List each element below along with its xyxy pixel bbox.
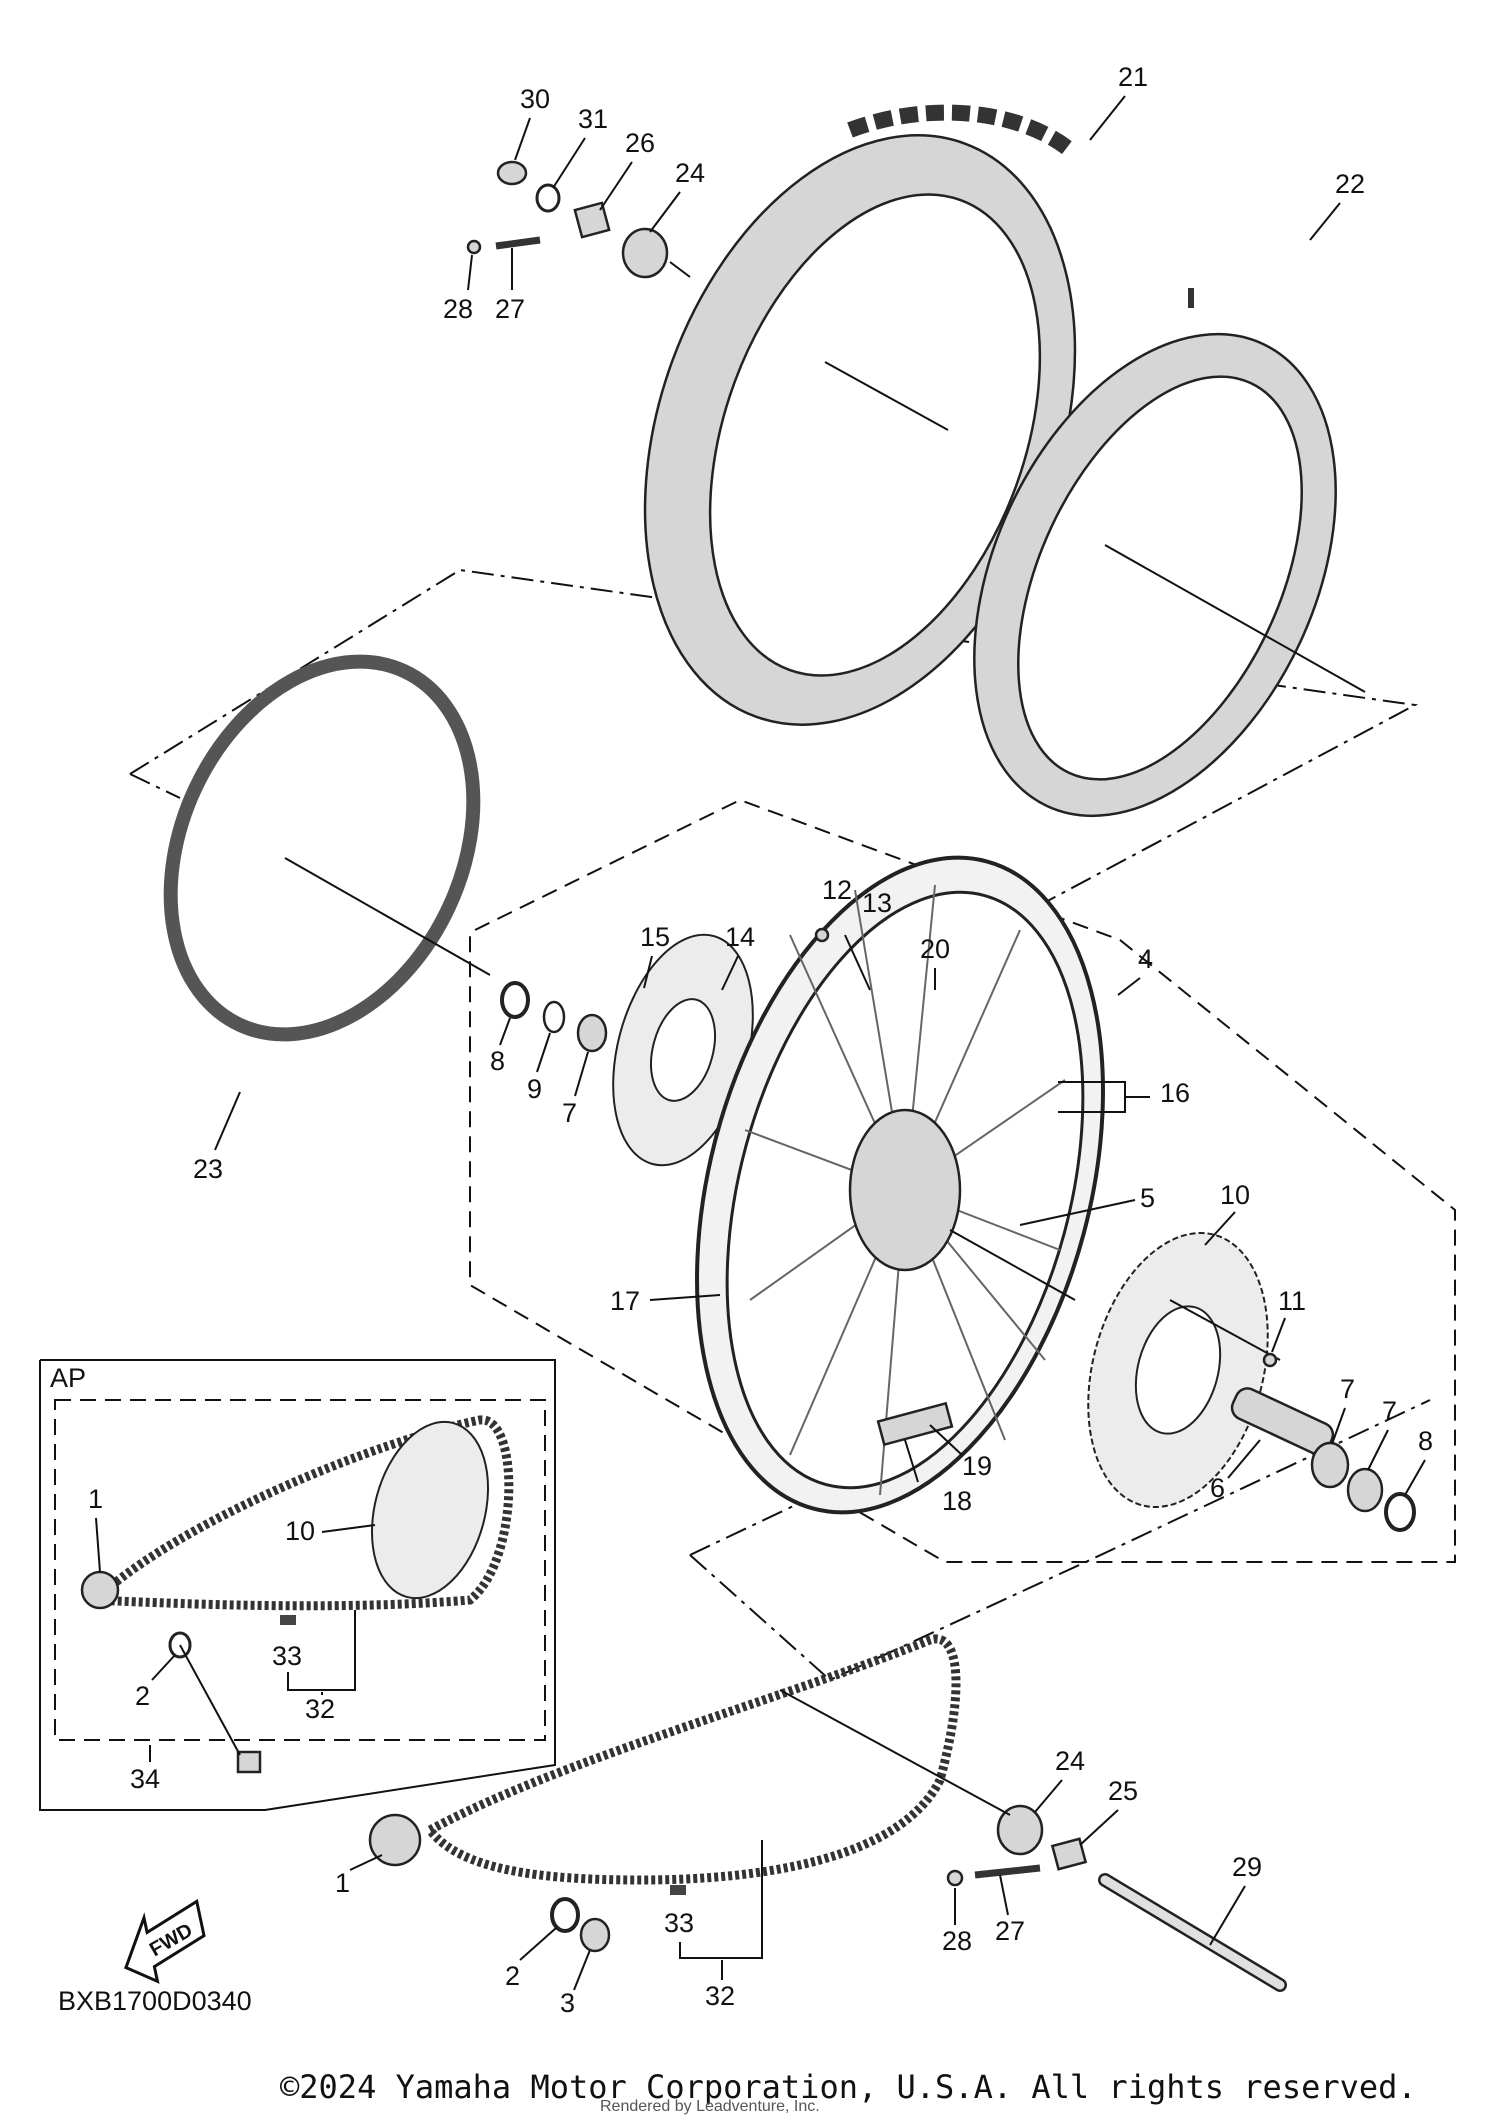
- callout-25: 25: [1108, 1776, 1138, 1806]
- bearing-7-right-b: [1346, 1467, 1384, 1513]
- callout-27-bottom: 27: [995, 1916, 1025, 1946]
- callout-1-inset: 1: [88, 1484, 103, 1514]
- rim-band-center-line: [284, 857, 491, 976]
- callout-18: 18: [942, 1486, 972, 1516]
- callout-5: 5: [1140, 1183, 1155, 1213]
- bolt-11: [1262, 1352, 1278, 1368]
- rendered-by-note: Rendered by Leadventure, Inc.: [600, 2098, 820, 2115]
- circlip-9: [542, 1000, 566, 1034]
- callouts: 30 31 26 24 28 27 21 22 23 12 13 15 14 2…: [50, 62, 1433, 2018]
- tire-center-line: [824, 361, 949, 431]
- callout-2-inset: 2: [135, 1681, 150, 1711]
- bolt-27-top: [495, 236, 541, 250]
- wheel-assembly-boundary: [469, 798, 1456, 1563]
- oil-seal-8-right: [1384, 1492, 1416, 1532]
- rear-tire: [643, 104, 1077, 726]
- inset-sprocket-10: [370, 1420, 490, 1600]
- callout-10: 10: [1220, 1180, 1250, 1210]
- callout-19: 19: [962, 1451, 992, 1481]
- callout-29: 29: [1232, 1852, 1262, 1882]
- callout-12: 12: [822, 875, 852, 905]
- nut-30: [496, 160, 528, 186]
- callout-3: 3: [560, 1988, 575, 2018]
- inset-ap-label: AP: [50, 1363, 86, 1393]
- callout-17: 17: [610, 1286, 640, 1316]
- left-bearings: [500, 981, 608, 1053]
- callout-21: 21: [1118, 62, 1148, 92]
- callout-27-top: 27: [495, 294, 525, 324]
- rim-lock-19: [876, 1401, 954, 1447]
- fwd-arrow-icon: FWD: [124, 1899, 206, 1984]
- copyright-notice: ©2024 Yamaha Motor Corporation, U.S.A. A…: [280, 2068, 1417, 2106]
- callout-33-inset: 33: [272, 1641, 302, 1671]
- diagram-code: BXB1700D0340: [58, 1986, 252, 2016]
- callout-14: 14: [725, 922, 755, 952]
- rear-sprocket: [1087, 1231, 1269, 1509]
- tube-center-line: [1104, 544, 1366, 693]
- callout-24-bottom: 24: [1055, 1746, 1085, 1776]
- nut-28-top: [466, 239, 482, 255]
- callout-9: 9: [527, 1074, 542, 1104]
- rear-wheel: [695, 855, 1105, 1515]
- callout-20: 20: [920, 934, 950, 964]
- callout-26: 26: [625, 128, 655, 158]
- callout-33-main: 33: [664, 1908, 694, 1938]
- top-hardware: [466, 160, 691, 279]
- callout-32-inset: 32: [305, 1694, 335, 1724]
- callout-7-left: 7: [562, 1098, 577, 1128]
- callout-7-right-b: 7: [1382, 1396, 1397, 1426]
- bottom-hardware: [368, 1689, 1287, 1992]
- callout-4: 4: [1138, 944, 1153, 974]
- callout-8-left: 8: [490, 1046, 505, 1076]
- bearing-7-right-a: [1310, 1441, 1350, 1489]
- brake-disc: [612, 933, 754, 1167]
- bolt-27-bottom: [974, 1864, 1041, 1879]
- callout-32-main: 32: [705, 1981, 735, 2011]
- callout-2-main: 2: [505, 1961, 520, 1991]
- callout-10-inset: 10: [285, 1516, 315, 1546]
- callout-28-top: 28: [443, 294, 473, 324]
- rim-band: [163, 654, 481, 1042]
- nut-28-bottom: [946, 1869, 964, 1887]
- drive-chain: [423, 1634, 961, 1885]
- hub-5: [848, 1108, 962, 1272]
- inset-joint-33: [280, 1615, 296, 1625]
- callout-31: 31: [578, 104, 608, 134]
- bearing-7-left: [576, 1013, 608, 1053]
- collar-24-bottom: [996, 1804, 1044, 1856]
- inset-drive-sprocket-1: [80, 1570, 120, 1610]
- collar-24-top: [621, 227, 669, 279]
- spoke-nipple-12: [814, 927, 830, 943]
- callout-30: 30: [520, 84, 550, 114]
- ap-inset: [39, 1359, 556, 1811]
- callout-8-right: 8: [1418, 1426, 1433, 1456]
- chain-puller-25: [1050, 1837, 1088, 1871]
- callout-16: 16: [1160, 1078, 1190, 1108]
- inset-nut-34: [236, 1750, 262, 1774]
- washer-31: [535, 183, 561, 213]
- callout-1-main: 1: [335, 1868, 350, 1898]
- callout-13: 13: [862, 888, 892, 918]
- nut-3: [579, 1917, 611, 1953]
- right-bearings: [1230, 1352, 1416, 1532]
- callout-34: 34: [130, 1764, 160, 1794]
- callout-28-bottom: 28: [942, 1926, 972, 1956]
- washer-2: [550, 1897, 580, 1933]
- callout-22: 22: [1335, 169, 1365, 199]
- chain-puller-26: [573, 201, 611, 239]
- callout-24-top: 24: [675, 158, 705, 188]
- drive-sprocket-1: [368, 1813, 422, 1867]
- inner-tube: [973, 288, 1337, 818]
- callout-7-right-a: 7: [1340, 1374, 1355, 1404]
- oil-seal-8-left: [500, 981, 530, 1019]
- callout-23: 23: [193, 1154, 223, 1184]
- callout-11: 11: [1278, 1286, 1306, 1316]
- joint-33: [670, 1885, 686, 1895]
- callout-15: 15: [640, 922, 670, 952]
- callout-6: 6: [1210, 1473, 1225, 1503]
